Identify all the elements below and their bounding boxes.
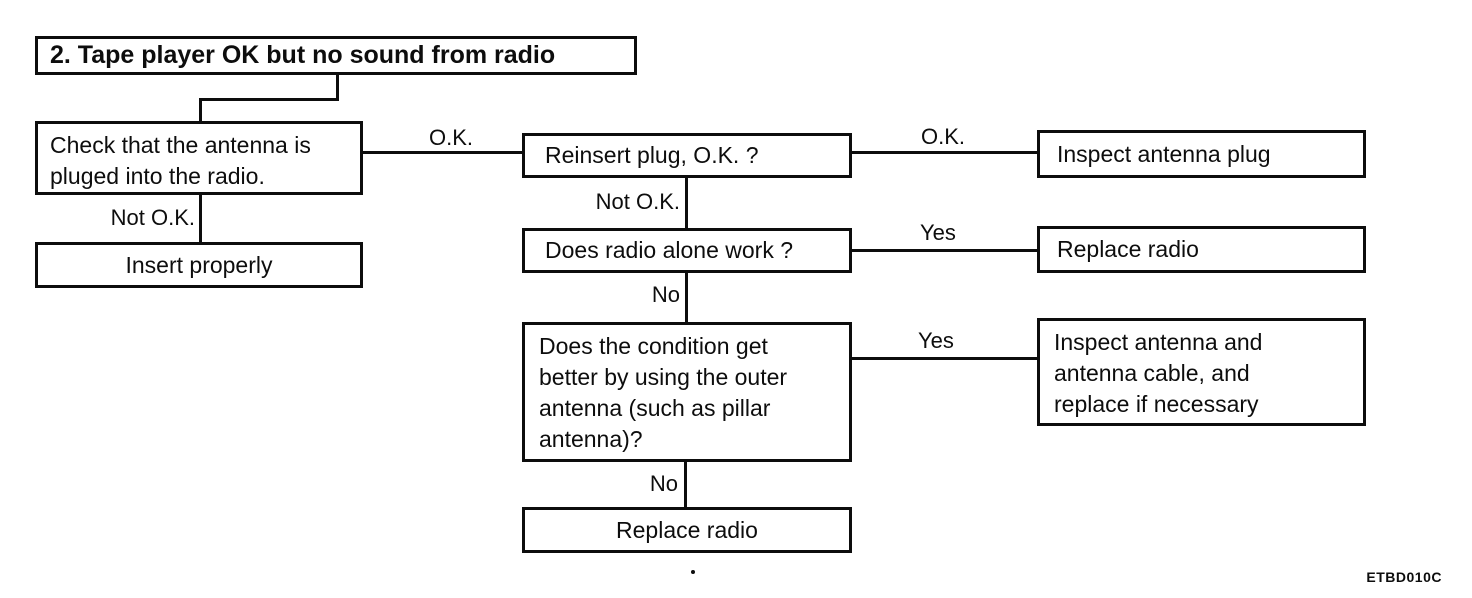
node-inspect-cable-line2: antenna cable, and (1054, 360, 1250, 386)
node-insert-properly: Insert properly (35, 242, 363, 288)
connector-title-down (336, 74, 339, 101)
node-radio-alone-label: Does radio alone work ? (545, 237, 794, 263)
doc-code: ETBD010C (1366, 569, 1442, 585)
node-reinsert-plug: Reinsert plug, O.K. ? (522, 133, 852, 178)
edge-label-no-2: No (649, 471, 678, 496)
node-replace-radio-2: Replace radio (522, 507, 852, 553)
node-insert-properly-label: Insert properly (125, 251, 273, 278)
node-radio-alone: Does radio alone work ? (522, 228, 852, 273)
node-condition-better-line2: better by using the outer (539, 364, 788, 390)
edge-label-ok-2: O.K. (920, 124, 965, 149)
connector-condition-to-replace2 (684, 462, 687, 508)
node-inspect-plug: Inspect antenna plug (1037, 130, 1366, 178)
node-condition-better: Does the condition get better by using t… (522, 322, 852, 462)
connector-radio-alone-to-condition (685, 273, 688, 323)
edge-label-yes-2: Yes (918, 328, 954, 353)
node-replace-radio-2-label: Replace radio (616, 516, 758, 543)
node-condition-better-line3: antenna (such as pillar (539, 395, 771, 421)
node-reinsert-plug-label: Reinsert plug, O.K. ? (545, 142, 759, 168)
period-mark (691, 570, 695, 574)
node-inspect-cable: Inspect antenna and antenna cable, and r… (1037, 318, 1366, 426)
node-replace-radio-1: Replace radio (1037, 226, 1366, 273)
edge-label-not-ok-2: Not O.K. (595, 189, 680, 214)
node-inspect-cable-line3: replace if necessary (1054, 391, 1259, 417)
connector-title-elbow (199, 98, 339, 101)
connector-radio-alone-to-replace1 (852, 249, 1037, 252)
edge-label-not-ok-1: Not O.K. (110, 205, 195, 230)
connector-reinsert-to-inspect-plug (852, 151, 1037, 154)
edge-label-yes-1: Yes (920, 220, 956, 245)
node-inspect-cable-line1: Inspect antenna and (1054, 329, 1263, 355)
connector-title-to-check (199, 98, 202, 123)
node-title: 2. Tape player OK but no sound from radi… (35, 36, 637, 75)
connector-reinsert-to-radio-alone (685, 178, 688, 229)
node-condition-better-line1: Does the condition get (539, 333, 768, 359)
node-inspect-plug-label: Inspect antenna plug (1057, 140, 1271, 167)
node-condition-better-line4: antenna)? (539, 426, 643, 452)
node-check-antenna: Check that the antenna is pluged into th… (35, 121, 363, 195)
edge-label-no-1: No (651, 282, 680, 307)
connector-check-to-insert (199, 195, 202, 243)
edge-label-ok-1: O.K. (428, 125, 473, 150)
connector-check-to-reinsert (363, 151, 522, 154)
connector-condition-to-inspect-cable (852, 357, 1037, 360)
node-check-antenna-line2: pluged into the radio. (50, 163, 265, 189)
node-replace-radio-1-label: Replace radio (1057, 236, 1199, 262)
node-title-label: 2. Tape player OK but no sound from radi… (50, 41, 556, 69)
node-check-antenna-line1: Check that the antenna is (50, 132, 311, 158)
